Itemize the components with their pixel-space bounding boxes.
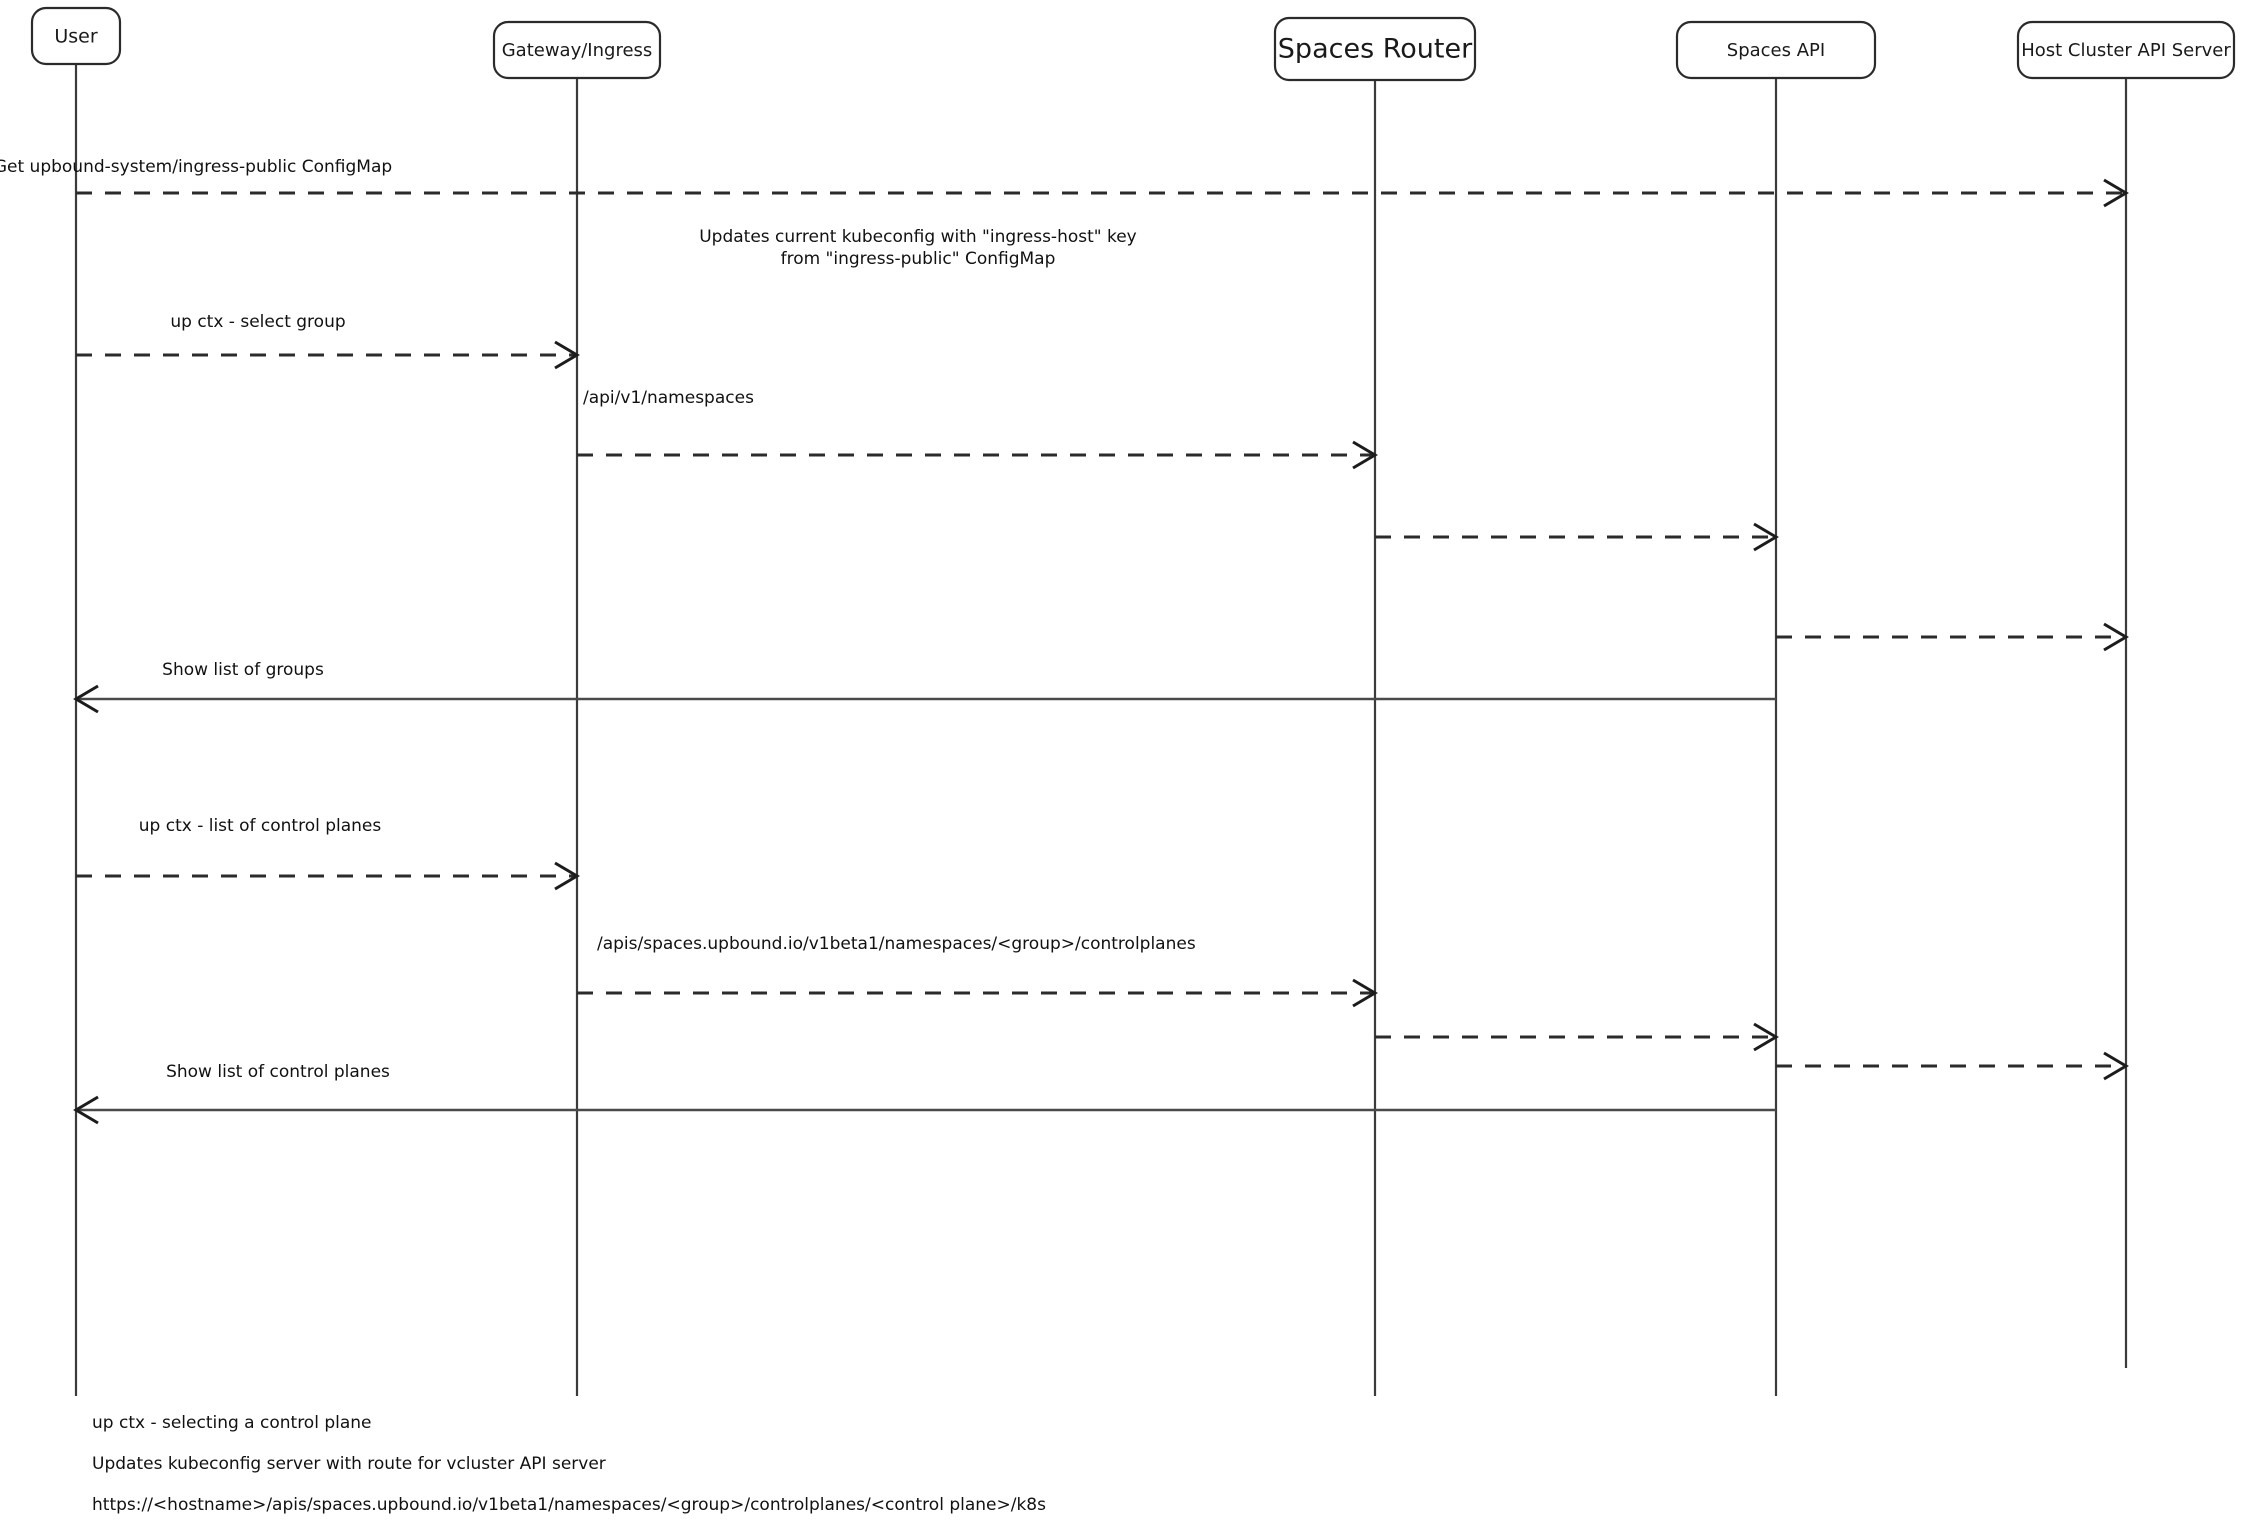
msg-router-to-spaces-api-arrowhead-icon: [1753, 522, 1779, 552]
msg-show-list-of-groups-label: Show list of groups: [162, 660, 324, 680]
msg-router-to-spaces-api[interactable]: [1375, 522, 1779, 552]
msg-controlplanes-path[interactable]: /apis/spaces.upbound.io/v1beta1/namespac…: [577, 934, 1378, 1008]
participant-spaces-api[interactable]: Spaces API: [1675, 20, 1877, 80]
msg-show-list-of-groups[interactable]: Show list of groups: [73, 660, 1776, 714]
participant-label-spaces-api: Spaces API: [1727, 40, 1825, 61]
footer-line-2: Updates kubeconfig server with route for…: [92, 1454, 606, 1474]
participant-label-router: Spaces Router: [1278, 34, 1473, 65]
footer-line-1: up ctx - selecting a control plane: [92, 1413, 372, 1433]
participant-box-host-api: [2016, 20, 2236, 80]
msg-spaces-api-to-host-arrowhead-icon: [2103, 622, 2129, 652]
note-kubeconfig-update-line-1: Updates current kubeconfig with "ingress…: [699, 227, 1137, 247]
participant-host-api[interactable]: Host Cluster API Server: [2016, 20, 2236, 80]
msg-spaces-api-to-host-2[interactable]: [1776, 1051, 2129, 1081]
participant-router[interactable]: Spaces Router: [1273, 16, 1477, 82]
msg-get-configmap-label: Get upbound-system/ingress-public Config…: [0, 157, 392, 177]
msg-controlplanes-path-label: /apis/spaces.upbound.io/v1beta1/namespac…: [597, 934, 1196, 954]
msg-up-ctx-select-group-arrowhead-icon: [554, 340, 580, 370]
participant-user[interactable]: User: [30, 6, 122, 66]
msg-up-ctx-list-control-planes[interactable]: up ctx - list of control planes: [76, 816, 580, 891]
footer-layer: up ctx - selecting a control planeUpdate…: [92, 1413, 1046, 1515]
participant-label-gateway: Gateway/Ingress: [502, 40, 653, 61]
msg-show-list-of-control-planes-arrowhead-icon: [73, 1095, 99, 1125]
note-kubeconfig-update: Updates current kubeconfig with "ingress…: [699, 227, 1137, 269]
participant-label-host-api: Host Cluster API Server: [2021, 40, 2231, 61]
msg-show-list-of-groups-arrowhead-icon: [73, 684, 99, 714]
msg-show-list-of-control-planes-label: Show list of control planes: [166, 1062, 390, 1082]
participant-box-user: [30, 6, 122, 66]
participant-gateway[interactable]: Gateway/Ingress: [492, 20, 662, 80]
msg-show-list-of-control-planes[interactable]: Show list of control planes: [73, 1062, 1776, 1125]
note-kubeconfig-update-line-2: from "ingress-public" ConfigMap: [781, 249, 1056, 269]
msg-spaces-api-to-host[interactable]: [1776, 622, 2129, 652]
participant-box-router: [1273, 16, 1477, 82]
msg-up-ctx-select-group[interactable]: up ctx - select group: [76, 312, 580, 370]
footer-line-3: https://<hostname>/apis/spaces.upbound.i…: [92, 1495, 1046, 1515]
messages-layer: Get upbound-system/ingress-public Config…: [0, 157, 2129, 1125]
msg-up-ctx-select-group-label: up ctx - select group: [170, 312, 345, 332]
msg-router-to-spaces-api-2-arrowhead-icon: [1753, 1022, 1779, 1052]
lifelines-layer: [74, 64, 2128, 1396]
msg-up-ctx-list-control-planes-label: up ctx - list of control planes: [139, 816, 382, 836]
msg-spaces-api-to-host-2-arrowhead-icon: [2103, 1051, 2129, 1081]
msg-api-v1-namespaces-label: /api/v1/namespaces: [583, 388, 754, 408]
participant-box-gateway: [492, 20, 662, 80]
msg-get-configmap[interactable]: Get upbound-system/ingress-public Config…: [0, 157, 2129, 208]
msg-up-ctx-list-control-planes-arrowhead-icon: [554, 861, 580, 891]
msg-get-configmap-arrowhead-icon: [2103, 178, 2129, 208]
msg-controlplanes-path-arrowhead-icon: [1352, 978, 1378, 1008]
participant-box-spaces-api: [1675, 20, 1877, 80]
msg-api-v1-namespaces-arrowhead-icon: [1352, 440, 1378, 470]
msg-api-v1-namespaces[interactable]: /api/v1/namespaces: [577, 388, 1378, 470]
participant-label-user: User: [54, 26, 97, 48]
msg-router-to-spaces-api-2[interactable]: [1375, 1022, 1779, 1052]
notes-layer: Updates current kubeconfig with "ingress…: [699, 227, 1137, 269]
